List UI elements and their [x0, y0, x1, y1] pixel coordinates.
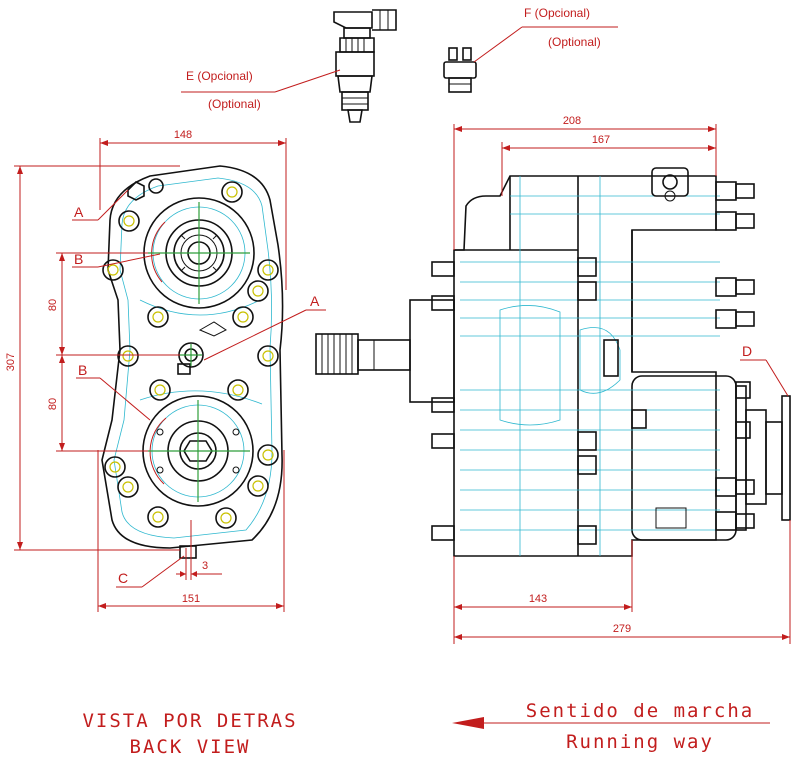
side-view-left-studs [431, 257, 647, 545]
option-e-label: E (Opcional) [186, 69, 253, 83]
callout-b-bottom: B [78, 362, 87, 378]
option-f-switch [443, 47, 477, 93]
side-view-callout-d: D [740, 343, 789, 397]
callout-a-top: A [74, 204, 84, 220]
dim-151: 151 [182, 593, 200, 605]
side-view-housing [453, 175, 717, 557]
direction-es: Sentido de marcha [526, 700, 754, 722]
input-shaft [315, 299, 455, 403]
callout-c: C [118, 570, 128, 586]
dim-3: 3 [202, 560, 208, 572]
side-view-hidden-lines [460, 176, 720, 556]
option-f-label: F (Opcional) [524, 6, 590, 20]
direction-en: Running way [566, 731, 714, 753]
view-title-es: VISTA POR DETRAS [82, 710, 297, 732]
callout-d: D [742, 343, 752, 359]
option-f-sub: (Optional) [548, 35, 601, 49]
direction-indicator: Sentido de marcha Running way [452, 700, 770, 753]
option-e-sub: (Optional) [208, 97, 261, 111]
callout-b-top: B [74, 251, 83, 267]
back-view-bolts [102, 178, 279, 529]
side-view-right-bolts [715, 181, 755, 531]
side-view [315, 167, 791, 557]
back-view-centerlines [148, 202, 250, 502]
back-view-housing [101, 165, 284, 549]
dim-307: 307 [5, 353, 17, 371]
dim-279: 279 [613, 623, 631, 635]
back-view-callouts: A B A B C [72, 189, 326, 588]
view-title-en: BACK VIEW [130, 736, 251, 757]
side-view-dimensions: 208 167 143 279 [453, 115, 791, 644]
option-f-callout: F (Opcional) (Optional) [473, 6, 618, 63]
dim-148: 148 [174, 129, 192, 141]
callout-a-mid: A [310, 293, 320, 309]
back-view [101, 165, 284, 559]
dim-167: 167 [592, 134, 610, 146]
dim-80-upper: 80 [47, 299, 59, 311]
option-e-sensor [333, 9, 397, 123]
direction-arrow-icon [452, 717, 484, 729]
dim-80-lower: 80 [47, 398, 59, 410]
option-e-callout: E (Opcional) (Optional) [181, 69, 341, 111]
dim-208: 208 [563, 115, 581, 127]
dim-143: 143 [529, 593, 547, 605]
back-view-dimensions: 148 307 80 80 151 3 [5, 129, 287, 612]
